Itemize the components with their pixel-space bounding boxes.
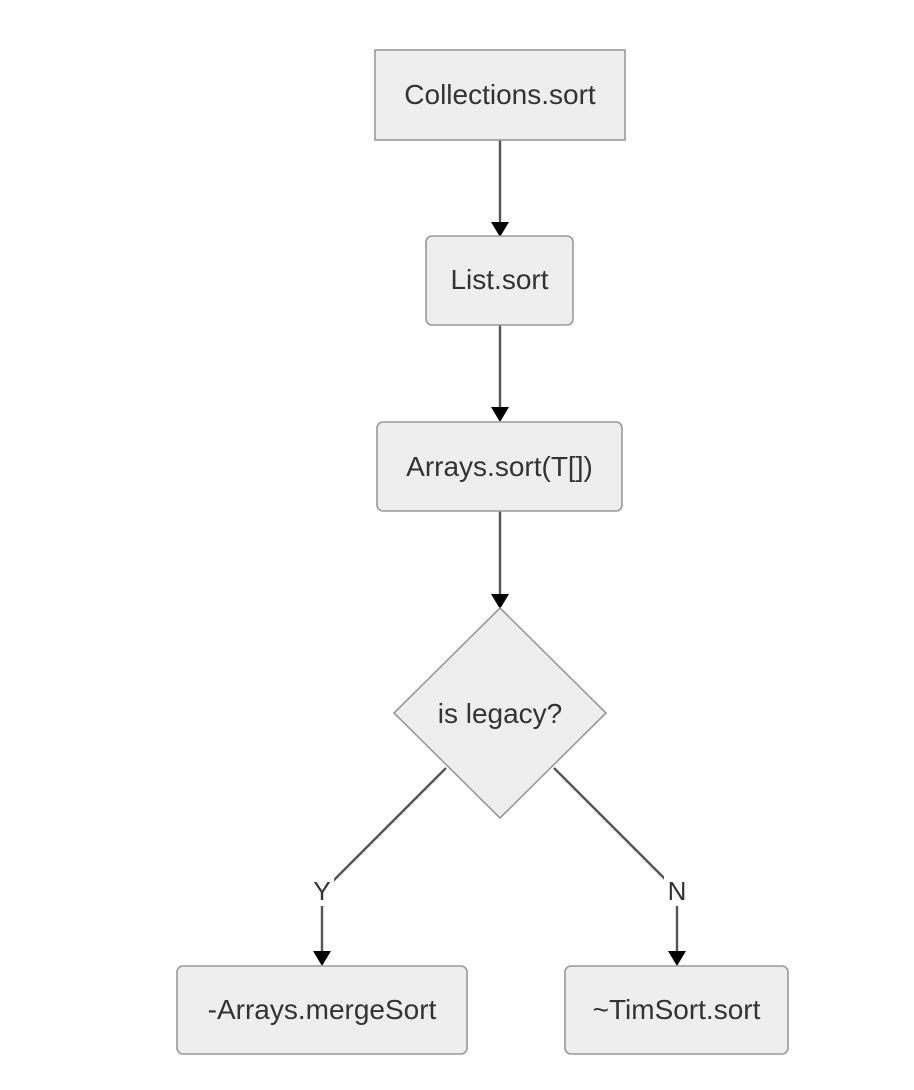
node-is-legacy-diamond: [392, 606, 608, 820]
edge-label-no-bg: [664, 876, 690, 906]
node-merge-sort[interactable]: -Arrays.mergeSort: [176, 965, 468, 1055]
arrowhead-timsort: [668, 951, 686, 966]
node-arrays-sort-box: [376, 421, 623, 512]
arrowhead-mergesort: [313, 951, 331, 966]
node-merge-sort-label: -Arrays.mergeSort: [208, 994, 437, 1025]
edge-decision-to-mergesort: [320, 767, 447, 951]
node-arrays-sort[interactable]: Arrays.sort(T[]): [376, 421, 623, 512]
node-is-legacy-label: is legacy?: [438, 698, 563, 729]
arrowhead-list: [491, 222, 509, 237]
node-list-sort-box: [425, 235, 574, 326]
node-merge-sort-box: [176, 965, 468, 1055]
edge-decision-to-timsort: [553, 767, 679, 951]
node-timsort[interactable]: ~TimSort.sort: [564, 965, 789, 1055]
edge-label-yes: Y: [313, 876, 330, 906]
node-list-sort-label: List.sort: [450, 264, 548, 295]
arrowhead-decision: [491, 594, 509, 609]
node-collections-sort-label: Collections.sort: [404, 79, 596, 110]
node-arrays-sort-label: Arrays.sort(T[]): [406, 451, 593, 482]
node-collections-sort[interactable]: Collections.sort: [374, 49, 626, 141]
node-timsort-label: ~TimSort.sort: [593, 994, 761, 1025]
arrowhead-arrays: [491, 407, 509, 422]
edge-labels: Y N: [310, 876, 690, 906]
edge-label-no: N: [668, 876, 687, 906]
node-list-sort[interactable]: List.sort: [425, 235, 574, 326]
node-is-legacy[interactable]: is legacy?: [392, 606, 608, 820]
edge-label-yes-bg: [310, 876, 334, 906]
node-timsort-box: [564, 965, 789, 1055]
node-collections-sort-box: [374, 49, 626, 141]
